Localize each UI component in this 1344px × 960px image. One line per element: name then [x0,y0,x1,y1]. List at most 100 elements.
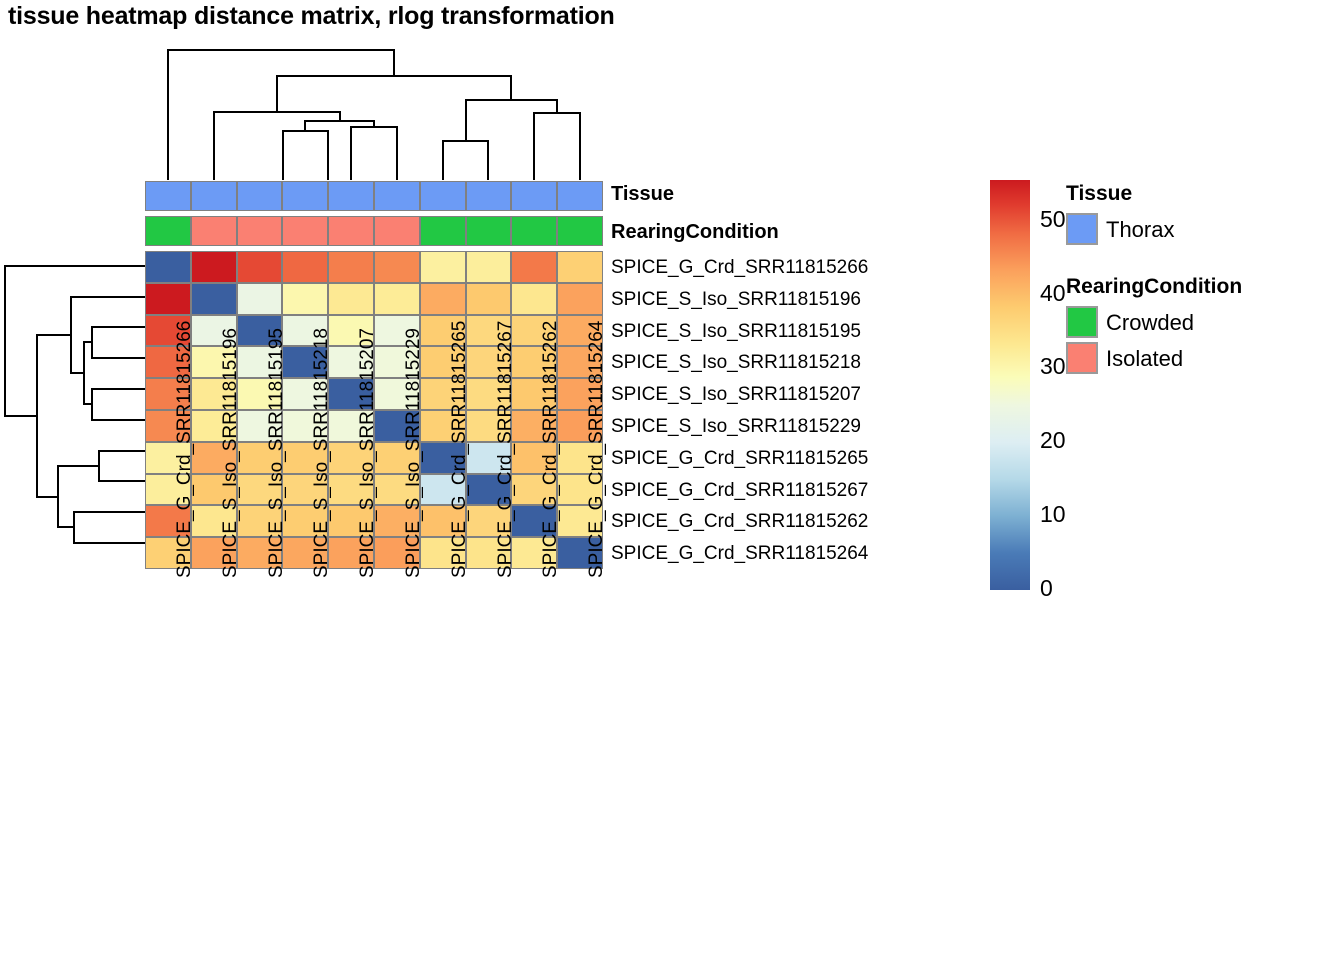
heatmap-cell[interactable] [236,505,283,538]
heatmap-cell[interactable] [557,314,603,347]
heatmap-cell[interactable] [145,441,191,474]
heatmap-cell[interactable] [419,346,466,379]
heatmap-cell[interactable] [145,473,191,506]
heatmap-cell[interactable] [374,473,420,506]
heatmap-cell[interactable] [557,378,603,410]
heatmap-cell[interactable] [328,410,374,442]
heatmap-cell[interactable] [236,410,283,442]
heatmap-cell[interactable] [374,441,420,474]
heatmap-cell[interactable] [557,537,603,569]
heatmap-cell[interactable] [465,505,512,538]
heatmap-cell[interactable] [282,441,329,474]
heatmap-cell[interactable] [557,441,603,474]
heatmap-cell[interactable] [282,410,329,442]
heatmap-cell[interactable] [282,346,329,379]
heatmap-cell[interactable] [236,282,283,315]
heatmap-cell[interactable] [328,537,374,569]
heatmap-cell[interactable] [374,346,420,379]
heatmap-cell[interactable] [374,251,420,283]
heatmap-cell[interactable] [328,346,374,379]
heatmap-cell[interactable] [145,537,191,569]
heatmap-cell[interactable] [557,505,603,538]
heatmap-cell[interactable] [374,537,420,569]
heatmap-cell[interactable] [511,378,558,410]
heatmap-cell[interactable] [328,251,374,283]
heatmap-cell[interactable] [511,537,558,569]
heatmap-cell[interactable] [145,346,191,379]
heatmap-cell[interactable] [328,378,374,410]
heatmap-grid[interactable] [145,251,603,569]
heatmap-cell[interactable] [145,282,191,315]
heatmap-cell[interactable] [328,441,374,474]
heatmap-cell[interactable] [145,251,191,283]
heatmap-cell[interactable] [419,410,466,442]
heatmap-cell[interactable] [236,314,283,347]
heatmap-cell[interactable] [419,314,466,347]
heatmap-cell[interactable] [511,346,558,379]
heatmap-cell[interactable] [145,505,191,538]
heatmap-cell[interactable] [511,314,558,347]
heatmap-cell[interactable] [190,441,237,474]
heatmap-cell[interactable] [465,410,512,442]
heatmap-cell[interactable] [419,537,466,569]
heatmap-cell[interactable] [511,441,558,474]
heatmap-cell[interactable] [465,282,512,315]
heatmap-cell[interactable] [511,410,558,442]
heatmap-cell[interactable] [190,410,237,442]
heatmap-cell[interactable] [328,473,374,506]
heatmap-cell[interactable] [557,410,603,442]
heatmap-cell[interactable] [190,537,237,569]
heatmap-cell[interactable] [557,282,603,315]
heatmap-cell[interactable] [419,282,466,315]
heatmap-cell[interactable] [557,473,603,506]
heatmap-cell[interactable] [282,473,329,506]
heatmap-cell[interactable] [282,282,329,315]
heatmap-cell[interactable] [328,505,374,538]
heatmap-cell[interactable] [190,314,237,347]
heatmap-cell[interactable] [511,282,558,315]
heatmap-cell[interactable] [190,346,237,379]
heatmap-cell[interactable] [282,251,329,283]
heatmap-cell[interactable] [145,314,191,347]
heatmap-cell[interactable] [190,378,237,410]
heatmap-cell[interactable] [374,282,420,315]
heatmap-cell[interactable] [557,251,603,283]
heatmap-cell[interactable] [557,346,603,379]
heatmap-cell[interactable] [145,378,191,410]
heatmap-cell[interactable] [374,410,420,442]
heatmap-cell[interactable] [419,251,466,283]
heatmap-cell[interactable] [328,282,374,315]
heatmap-cell[interactable] [374,378,420,410]
heatmap-cell[interactable] [190,473,237,506]
heatmap-cell[interactable] [145,410,191,442]
heatmap-cell[interactable] [282,505,329,538]
heatmap-cell[interactable] [190,251,237,283]
heatmap-cell[interactable] [374,314,420,347]
heatmap-cell[interactable] [374,505,420,538]
heatmap-cell[interactable] [465,251,512,283]
heatmap-cell[interactable] [419,441,466,474]
heatmap-cell[interactable] [282,537,329,569]
heatmap-cell[interactable] [236,251,283,283]
heatmap-cell[interactable] [236,473,283,506]
heatmap-cell[interactable] [236,346,283,379]
heatmap-cell[interactable] [419,473,466,506]
heatmap-cell[interactable] [465,346,512,379]
heatmap-cell[interactable] [465,314,512,347]
heatmap-cell[interactable] [419,505,466,538]
heatmap-cell[interactable] [282,314,329,347]
heatmap-cell[interactable] [465,473,512,506]
heatmap-cell[interactable] [282,378,329,410]
heatmap-cell[interactable] [419,378,466,410]
heatmap-cell[interactable] [511,251,558,283]
heatmap-cell[interactable] [236,441,283,474]
heatmap-cell[interactable] [511,473,558,506]
heatmap-cell[interactable] [190,505,237,538]
heatmap-cell[interactable] [465,378,512,410]
heatmap-cell[interactable] [236,378,283,410]
heatmap-cell[interactable] [511,505,558,538]
heatmap-cell[interactable] [190,282,237,315]
heatmap-cell[interactable] [465,537,512,569]
heatmap-cell[interactable] [465,441,512,474]
heatmap-cell[interactable] [236,537,283,569]
